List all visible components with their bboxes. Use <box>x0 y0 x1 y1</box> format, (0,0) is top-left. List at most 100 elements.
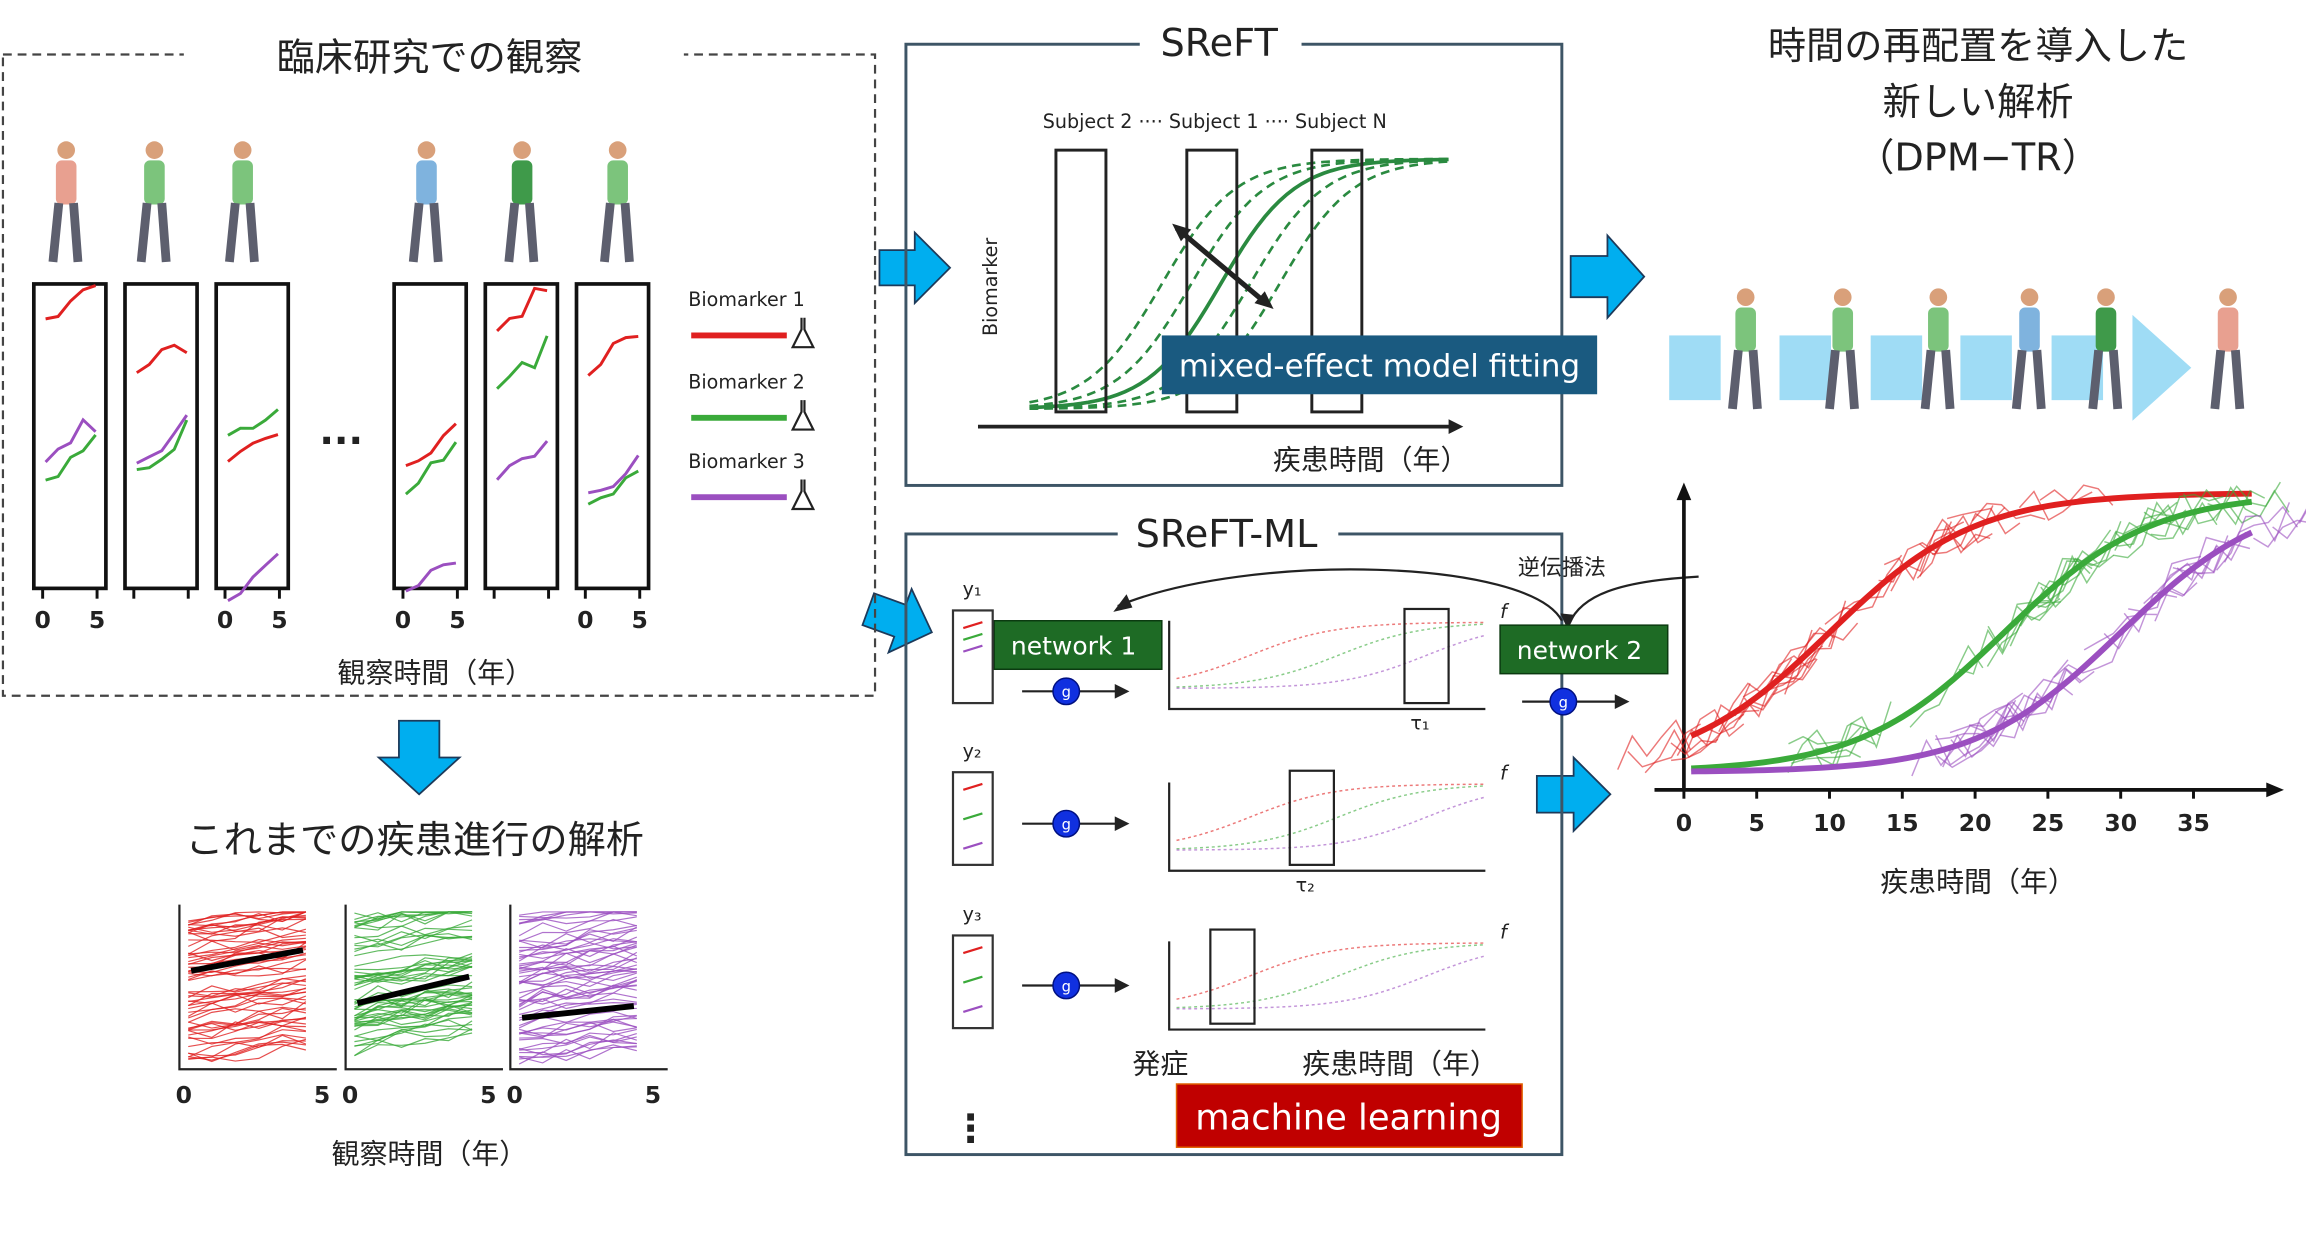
trajectory <box>518 936 638 960</box>
tick-label: 5 <box>480 1081 496 1109</box>
individual-trajectory <box>1950 703 2025 758</box>
more-rows-ellipsis: ⋮ <box>952 1107 990 1151</box>
individual-trajectory <box>2272 508 2306 540</box>
row-y-label: y₁ <box>963 578 982 601</box>
individual-trajectory <box>1670 708 1745 756</box>
sreft-title: SReFT <box>1161 22 1279 66</box>
blue-arrow-icon <box>376 719 462 796</box>
trajectory <box>188 1040 306 1057</box>
arrowhead-icon <box>1114 683 1130 699</box>
trajectory <box>188 928 307 943</box>
patient-figure-icon <box>2011 288 2046 410</box>
individual-trajectory <box>1788 725 1862 745</box>
trajectory <box>519 945 638 967</box>
subject-panel <box>574 282 651 591</box>
trajectory <box>354 911 473 927</box>
trajectory <box>188 1033 306 1060</box>
network-2-label: network 2 <box>1517 636 1642 665</box>
biomarker-trajectory <box>227 552 279 602</box>
band-segment <box>1870 335 1923 401</box>
input-trace <box>962 632 983 641</box>
mini-axes <box>1168 782 1486 872</box>
g-function-node <box>1052 971 1081 1000</box>
trajectory <box>354 927 473 950</box>
dpm-xlabel: 疾患時間（年） <box>1880 865 2076 898</box>
arrowhead-icon <box>1614 694 1630 709</box>
trajectory <box>354 925 473 939</box>
trajectory <box>188 941 306 963</box>
head <box>2020 288 2039 307</box>
plot-axes <box>178 904 337 1071</box>
individual-trajectory <box>2124 504 2198 536</box>
patient-figure-icon <box>408 141 443 263</box>
individual-trajectory <box>1671 713 1745 762</box>
biomarker-trajectory <box>136 414 188 465</box>
individual-trajectory <box>2253 519 2306 548</box>
mean-trend-line <box>190 947 304 974</box>
torso <box>2019 307 2040 352</box>
g-function-node <box>1052 809 1081 838</box>
subject-curve <box>1029 158 1449 410</box>
tick-label: 5 <box>449 606 465 634</box>
trajectory <box>354 995 473 1019</box>
flask-icon <box>790 317 816 349</box>
tick-label: 0 <box>176 1081 192 1109</box>
head <box>2219 288 2237 307</box>
flow-arrows <box>376 230 1646 834</box>
trajectory <box>187 995 307 1017</box>
trajectory <box>354 998 473 1017</box>
observation-frame <box>1 53 877 697</box>
trajectory <box>354 964 473 979</box>
biomarker-trajectory <box>45 284 97 321</box>
trajectory <box>354 1020 473 1047</box>
individual-trajectory <box>2039 484 2114 506</box>
trajectory <box>519 1018 637 1035</box>
tick-label: 5 <box>89 606 105 634</box>
onset-label: 発症 <box>1132 1048 1188 1081</box>
legs <box>2088 349 2123 410</box>
trajectory <box>188 959 307 981</box>
tick-label: 0 <box>342 1081 358 1109</box>
individual-trajectory <box>2150 493 2224 537</box>
subject-window <box>1054 148 1108 414</box>
patient-figure-icon <box>504 141 539 263</box>
x-tick-label: 20 <box>1959 809 1992 837</box>
input-trace <box>962 812 983 821</box>
time-window <box>1288 769 1335 866</box>
tick-label: 5 <box>314 1081 330 1109</box>
trajectory <box>518 916 637 937</box>
input-trace <box>962 644 983 653</box>
individual-trajectory <box>2040 554 2115 608</box>
band-segment <box>1779 335 1831 401</box>
patient-figure-icon <box>1728 288 1762 410</box>
dpm-title-line1: 時間の再配置を導入した <box>1768 25 2188 69</box>
input-trace <box>962 621 983 630</box>
trajectory <box>518 966 637 984</box>
legs <box>1728 349 1762 410</box>
legs <box>2011 349 2046 410</box>
individual-trajectory <box>2053 625 2128 678</box>
legs <box>1825 349 1859 410</box>
trajectory <box>188 1020 306 1039</box>
individual-trajectory <box>1627 723 1701 768</box>
trajectory <box>188 1020 306 1031</box>
individual-trajectory <box>2056 530 2131 600</box>
trajectory <box>519 1032 637 1060</box>
conventional-xlabel: 観察時間（年） <box>332 1137 528 1170</box>
network-2-box <box>1499 624 1669 675</box>
individual-trajectory <box>1935 722 2009 748</box>
trajectory <box>354 933 473 953</box>
g-label: g <box>1559 695 1568 712</box>
population-curve <box>1176 623 1486 688</box>
sreft-ylabel: Biomarker <box>979 238 1002 336</box>
blue-arrow-icon <box>1535 755 1612 834</box>
trajectory <box>354 1019 473 1037</box>
patient-figure-icon <box>2088 288 2123 410</box>
trajectory <box>518 1046 637 1065</box>
plot-axes <box>509 904 668 1071</box>
machine-learning-label: machine learning <box>1195 1098 1502 1139</box>
biomarker-trajectory <box>496 286 548 332</box>
legs <box>225 202 259 263</box>
